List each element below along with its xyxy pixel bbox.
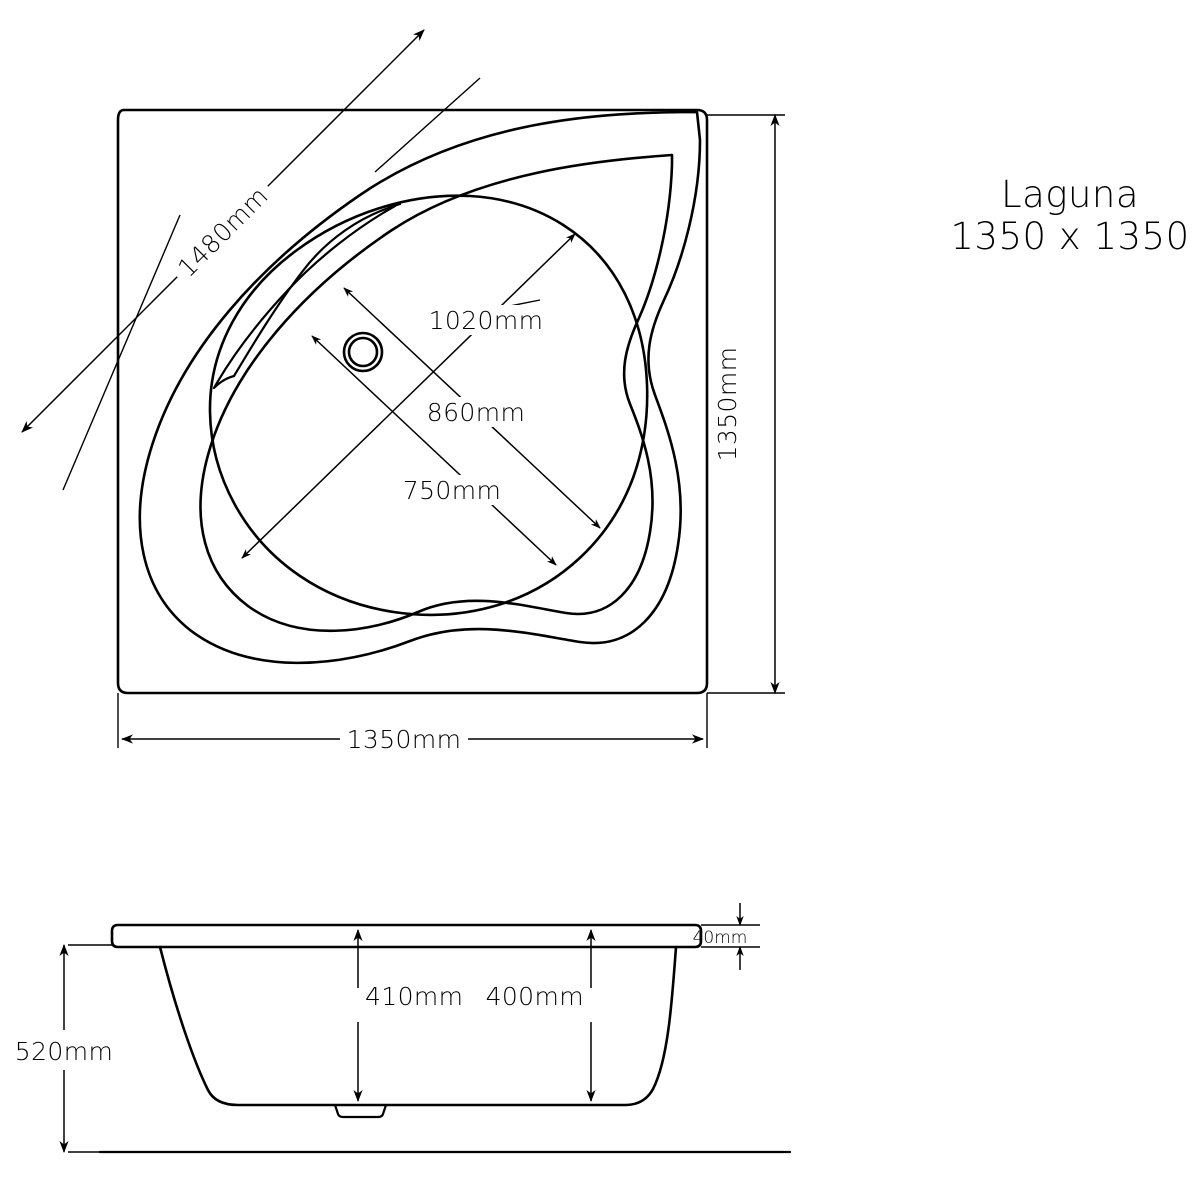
dim-860-label: 860mm [427,398,525,427]
dim-1350-vertical: 1350mm [707,114,785,694]
dim-400-vertical: 400mm [486,929,596,1102]
dim-1480-label: 1480mm [172,181,274,283]
waste-outlet-inner-ring [347,336,379,368]
dim-750-line [311,335,557,566]
dim-1020-diagonal: 1020mm [241,233,576,559]
dim-1020-label: 1020mm [429,306,544,335]
elevation-rim-flange [110,923,703,949]
dim-1020-line [241,233,576,559]
dim-1350-horizontal: 1350mm [117,693,708,754]
bath-outer-footprint [116,108,709,695]
title-block: Laguna 1350 x 1350 [950,173,1189,258]
dim-410-label: 410mm [365,982,463,1011]
dim-40-rim-thickness: 40mm [693,903,760,970]
dim-1480-diagonal: 1480mm [21,29,481,491]
dim-40-label: 40mm [693,928,748,948]
elevation-waste-boss [333,1103,388,1119]
elevation-view-group: 410mm 400mm 40mm [10,903,792,1154]
dim-410-vertical: 410mm [353,929,463,1102]
product-name: Laguna [1001,173,1139,216]
dim-400-label: 400mm [486,982,584,1011]
plan-view-group: 1480mm 1020mm 860mm 750mm [21,29,785,754]
dim-520-vertical: 520mm [10,944,120,1153]
dim-1350-horizontal-label: 1350mm [347,725,462,754]
dim-1350-vertical-label: 1350mm [713,347,742,462]
dim-750-label: 750mm [403,476,501,505]
product-size: 1350 x 1350 [950,215,1189,258]
bath-inner-rim-curve [199,153,674,633]
dim-520-label: 520mm [15,1037,113,1066]
elevation-tub-body [158,945,678,1107]
dim-750-diagonal: 750mm [311,335,557,566]
